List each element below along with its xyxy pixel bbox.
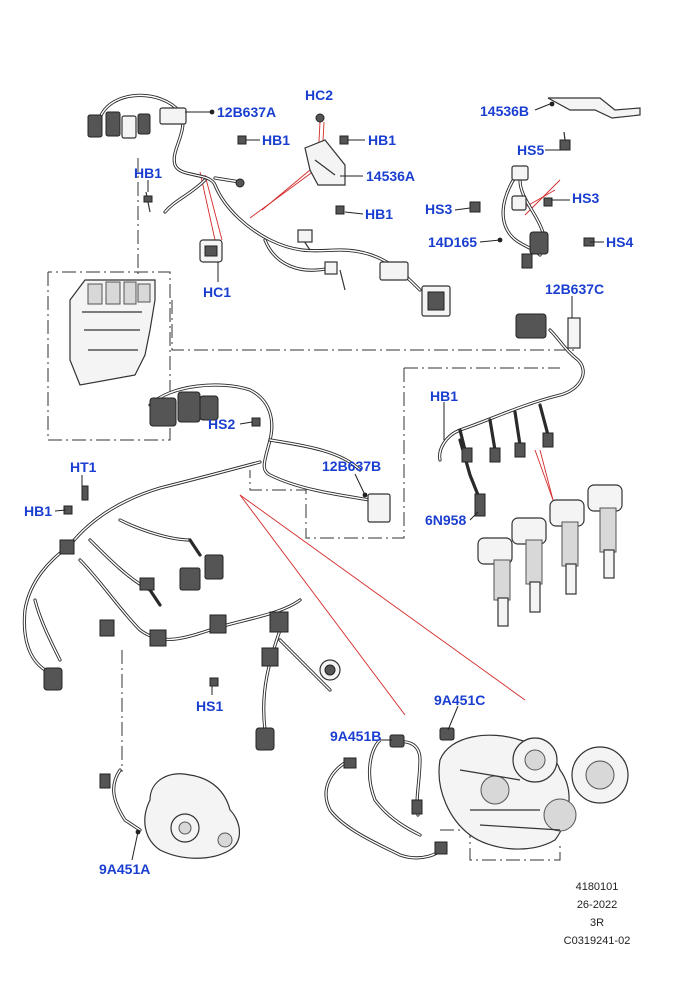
callout-6n958: 6N958 <box>425 512 466 528</box>
turbochargers <box>438 734 629 850</box>
callout-hb1-c: HB1 <box>134 165 162 181</box>
callout-14d165: 14D165 <box>428 234 477 250</box>
callout-leaders <box>54 103 604 861</box>
bracket-14536a <box>237 113 349 186</box>
callout-hs4: HS4 <box>606 234 633 250</box>
reference-block: 4180101 26-2022 3R C0319241-02 <box>564 881 631 947</box>
ref-line-3: 3R <box>590 917 604 929</box>
callout-12b637a: 12B637A <box>217 104 276 120</box>
ref-line-2: 26-2022 <box>577 899 617 911</box>
callout-14536b: 14536B <box>480 103 529 119</box>
callout-hs5: HS5 <box>517 142 544 158</box>
ref-line-4: C0319241-02 <box>564 935 631 947</box>
harness-lower-main <box>22 460 341 832</box>
callout-hb1-a: HB1 <box>262 132 290 148</box>
harness-9a451 <box>324 727 455 860</box>
callout-hs1: HS1 <box>196 698 223 714</box>
callout-14536a: 14536A <box>366 168 415 184</box>
callout-dots <box>135 101 555 835</box>
callout-hb1-e: HB1 <box>430 388 458 404</box>
callout-hc2: HC2 <box>305 87 333 103</box>
ecu-module <box>69 279 156 386</box>
callout-9a451a: 9A451A <box>99 861 150 877</box>
harness-12b637a <box>87 93 451 317</box>
callout-hs3-a: HS3 <box>425 201 452 217</box>
callout-hc1: HC1 <box>203 284 231 300</box>
harness-12b637c <box>438 313 585 517</box>
callout-12b637b: 12B637B <box>322 458 381 474</box>
callout-hs2: HS2 <box>208 416 235 432</box>
ignition-coils <box>477 484 623 627</box>
callout-12b637c: 12B637C <box>545 281 604 297</box>
ref-line-1: 4180101 <box>576 881 619 893</box>
callout-9a451b: 9A451B <box>330 728 381 744</box>
callout-labels: 12B637A HC2 14536B HB1 HB1 HB1 14536A HS… <box>24 87 633 877</box>
callout-hb1-d: HB1 <box>365 206 393 222</box>
callout-hs3-b: HS3 <box>572 190 599 206</box>
harness-14d165 <box>469 97 641 269</box>
harness-12b637b <box>148 383 391 523</box>
callout-ht1: HT1 <box>70 459 97 475</box>
callout-hb1-b: HB1 <box>368 132 396 148</box>
callout-9a451c: 9A451C <box>434 692 485 708</box>
callout-hb1-f: HB1 <box>24 503 52 519</box>
water-pump <box>144 773 240 859</box>
